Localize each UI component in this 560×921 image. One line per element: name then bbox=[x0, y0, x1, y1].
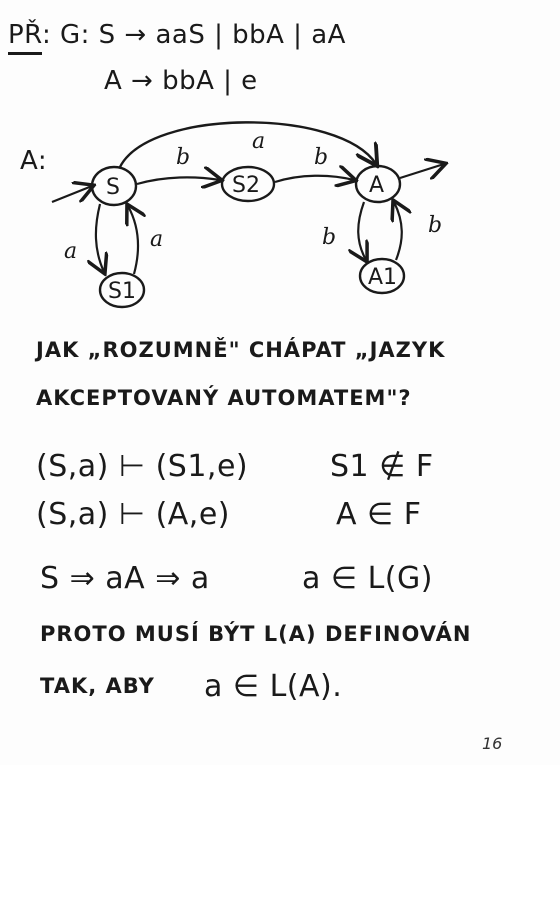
edge-s2-a-label: b bbox=[314, 145, 328, 170]
state-s-label: S bbox=[106, 175, 120, 200]
edge-s2-a bbox=[274, 176, 354, 182]
example-prefix: PŘ bbox=[8, 20, 42, 55]
state-s1-label: S1 bbox=[108, 279, 136, 304]
edge-s-s2-label: b bbox=[176, 145, 190, 170]
grammar-derivation-note: a ∈ L(G) bbox=[302, 561, 433, 596]
state-a1-label: A1 bbox=[368, 265, 397, 290]
edge-a-a1-label: b bbox=[322, 225, 336, 250]
state-s2-label: S2 bbox=[232, 173, 260, 198]
question-line-1: JAK „ROZUMNĚ" CHÁPAT „JAZYK bbox=[36, 338, 446, 362]
edge-a1-a-label: b bbox=[428, 213, 442, 238]
derivation-2-config: (S,a) ⊢ (A,e) bbox=[36, 497, 230, 532]
state-a1 bbox=[358, 257, 406, 295]
edge-s-a-arc-label: a bbox=[252, 129, 265, 154]
state-a-label: A bbox=[369, 173, 384, 198]
edge-s-s1 bbox=[96, 203, 104, 272]
edge-s-s2 bbox=[136, 177, 220, 184]
automaton-name: A: bbox=[20, 146, 48, 176]
derivation-2-note: A ∈ F bbox=[336, 497, 422, 532]
edge-s1-s bbox=[128, 206, 138, 275]
grammar-rules-s: : G: S → aaS | bbA | aA bbox=[41, 20, 346, 50]
edge-s1-s-label: a bbox=[150, 227, 163, 252]
state-s1 bbox=[98, 271, 146, 309]
question-line-2: AKCEPTOVANÝ AUTOMATEM"? bbox=[36, 386, 412, 410]
edge-s-s1-label: a bbox=[64, 239, 77, 264]
edge-s-a-arc bbox=[118, 121, 376, 167]
scanned-page: PŘ: G: S → aaS | bbA | aA A → bbA | e A:… bbox=[8, 20, 560, 753]
conclusion-line-2: TAK, ABY bbox=[40, 674, 155, 698]
final-arrow bbox=[399, 164, 444, 178]
automaton-diagram: S S2 A S1 A1 b b a a a b bbox=[51, 121, 560, 309]
edge-a-a1 bbox=[358, 201, 366, 260]
example-header: PŘ: G: S → aaS | bbA | aA bbox=[8, 20, 346, 55]
state-s bbox=[90, 165, 138, 207]
conclusion-line-1: PROTO MUSÍ BÝT L(A) DEFINOVÁN bbox=[40, 622, 472, 646]
initial-arrow bbox=[51, 186, 92, 204]
derivation-1-note: S1 ∉ F bbox=[330, 449, 434, 484]
grammar-rules-a: A → bbA | e bbox=[104, 66, 258, 96]
page-number: 16 bbox=[482, 734, 503, 753]
grammar-derivation-steps: S ⇒ aA ⇒ a bbox=[40, 561, 210, 596]
conclusion-line-2-math: a ∈ L(A). bbox=[204, 669, 343, 704]
derivation-1-config: (S,a) ⊢ (S1,e) bbox=[36, 449, 249, 484]
edge-a1-a bbox=[394, 202, 402, 261]
